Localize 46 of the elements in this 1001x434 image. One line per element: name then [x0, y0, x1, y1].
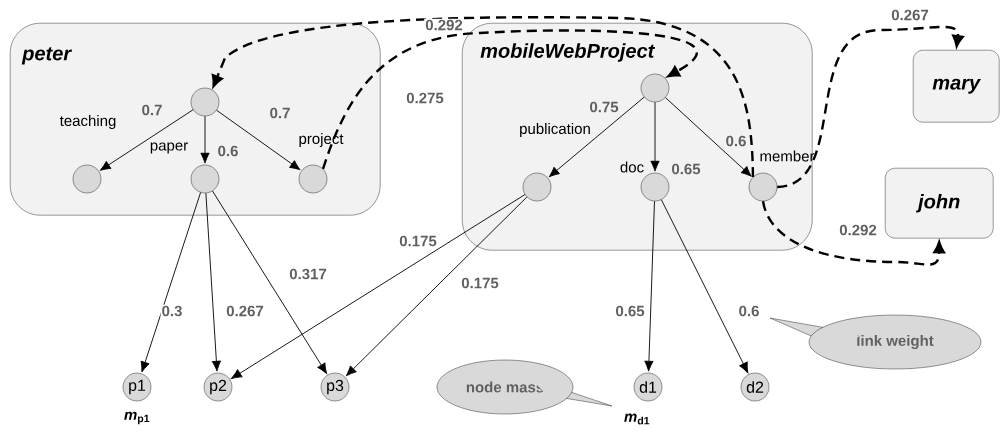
- edge-label: 0.275: [405, 91, 445, 105]
- arrow: [212, 190, 328, 374]
- graph-node: p2: [203, 372, 233, 402]
- arrow: [216, 109, 301, 171]
- node-label: teaching: [59, 115, 116, 129]
- node-label: project: [299, 133, 344, 147]
- arrow: [345, 196, 528, 377]
- graph-node: d1: [633, 372, 663, 402]
- node-label: publication: [520, 123, 590, 137]
- edge-label: 0.292: [424, 18, 464, 32]
- person-box: mary: [913, 50, 1000, 123]
- node-label: paper: [150, 142, 188, 154]
- arrow: [665, 97, 752, 177]
- arrow: [776, 25, 964, 189]
- node-label: m$_{d1}$: [624, 413, 650, 425]
- arrow: [650, 101, 660, 172]
- callout-bubble: link weight: [769, 314, 982, 370]
- arrow: [761, 200, 945, 266]
- arrow: [548, 96, 645, 178]
- edge-label: 0.175: [460, 276, 500, 290]
- arrow: [660, 199, 749, 374]
- edge-label: 0.317: [288, 267, 328, 281]
- edge-label: 0.65: [614, 304, 646, 318]
- edge-label: 0.3: [160, 304, 184, 318]
- arrow: [211, 16, 755, 177]
- arrow: [644, 200, 655, 372]
- edge-label: 0.6: [737, 304, 761, 318]
- graph-node: [640, 73, 670, 103]
- edge-label: 0.292: [838, 223, 878, 237]
- graph-node: d2: [740, 372, 770, 402]
- node-label: member: [760, 150, 815, 162]
- graph-node: p1: [122, 372, 152, 402]
- edge-label: 0.267: [890, 8, 930, 22]
- person-box: john: [885, 168, 994, 239]
- edge-label: 0.175: [398, 234, 438, 248]
- arrow: [321, 29, 697, 170]
- arrow: [99, 109, 194, 171]
- node-label: doc: [620, 161, 644, 173]
- graph-node: [190, 87, 220, 117]
- arrow: [140, 192, 202, 373]
- arrow: [205, 192, 221, 372]
- arrow: [200, 115, 210, 164]
- edge-label: 0.267: [225, 304, 265, 318]
- graph-node: p3: [320, 372, 350, 402]
- node-label: m$_{p1}$: [124, 411, 150, 425]
- arrow: [231, 194, 526, 379]
